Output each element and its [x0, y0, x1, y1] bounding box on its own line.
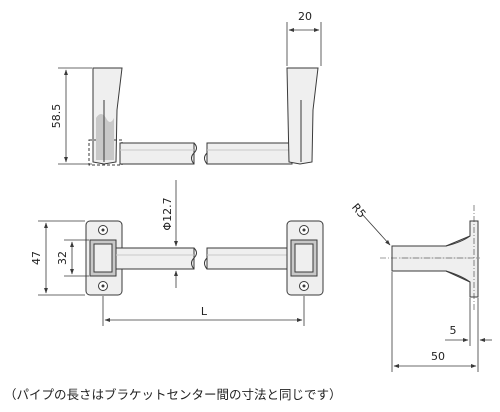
dimension-plate-height — [38, 220, 85, 296]
dimension-length — [102, 296, 305, 326]
dim-pipe-diameter-label: Φ12.7 — [161, 197, 174, 230]
side-profile-view — [391, 220, 479, 298]
profile-centerline — [380, 205, 480, 310]
pipe-right-segment — [206, 142, 293, 165]
dimension-offset-small — [445, 298, 492, 346]
side-elevation — [88, 67, 319, 166]
right-bracket-elevation — [286, 67, 319, 165]
bracket-profile — [391, 220, 479, 298]
pipe-break-left — [191, 142, 197, 165]
dim-top-width-label: 20 — [298, 10, 312, 23]
front-view — [85, 220, 324, 296]
dimension-height — [58, 67, 92, 165]
pipe-length-note: （パイプの長さはブラケットセンター間の寸法と同じです） — [4, 387, 342, 402]
dim-offset-small-label: 5 — [450, 324, 457, 337]
dim-opening-height-label: 32 — [56, 251, 69, 265]
dim-plate-height-label: 47 — [30, 251, 43, 265]
dimension-top-width — [286, 22, 322, 66]
dim-length-label: L — [201, 305, 208, 318]
pipe-left-segment — [119, 142, 195, 165]
dimension-depth — [391, 272, 479, 372]
front-pipe-left — [115, 247, 195, 270]
dim-depth-label: 50 — [431, 350, 445, 363]
left-bracket-inner-shade — [96, 114, 114, 160]
dim-height-label: 58.5 — [50, 104, 63, 129]
front-pipe-right — [206, 247, 292, 270]
dimension-radius — [361, 213, 391, 246]
dimension-opening-height — [64, 239, 89, 277]
